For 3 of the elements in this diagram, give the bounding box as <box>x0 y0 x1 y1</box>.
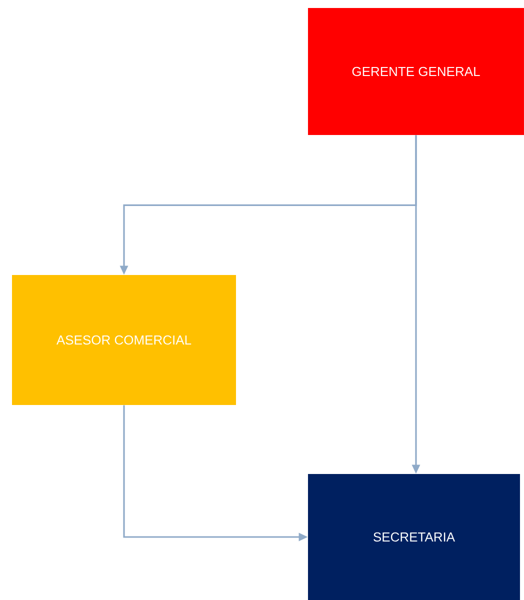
box: SECRETARIA <box>308 474 520 600</box>
box: GERENTE GENERAL <box>308 8 524 135</box>
box: ASESOR COMERCIAL <box>12 275 236 405</box>
